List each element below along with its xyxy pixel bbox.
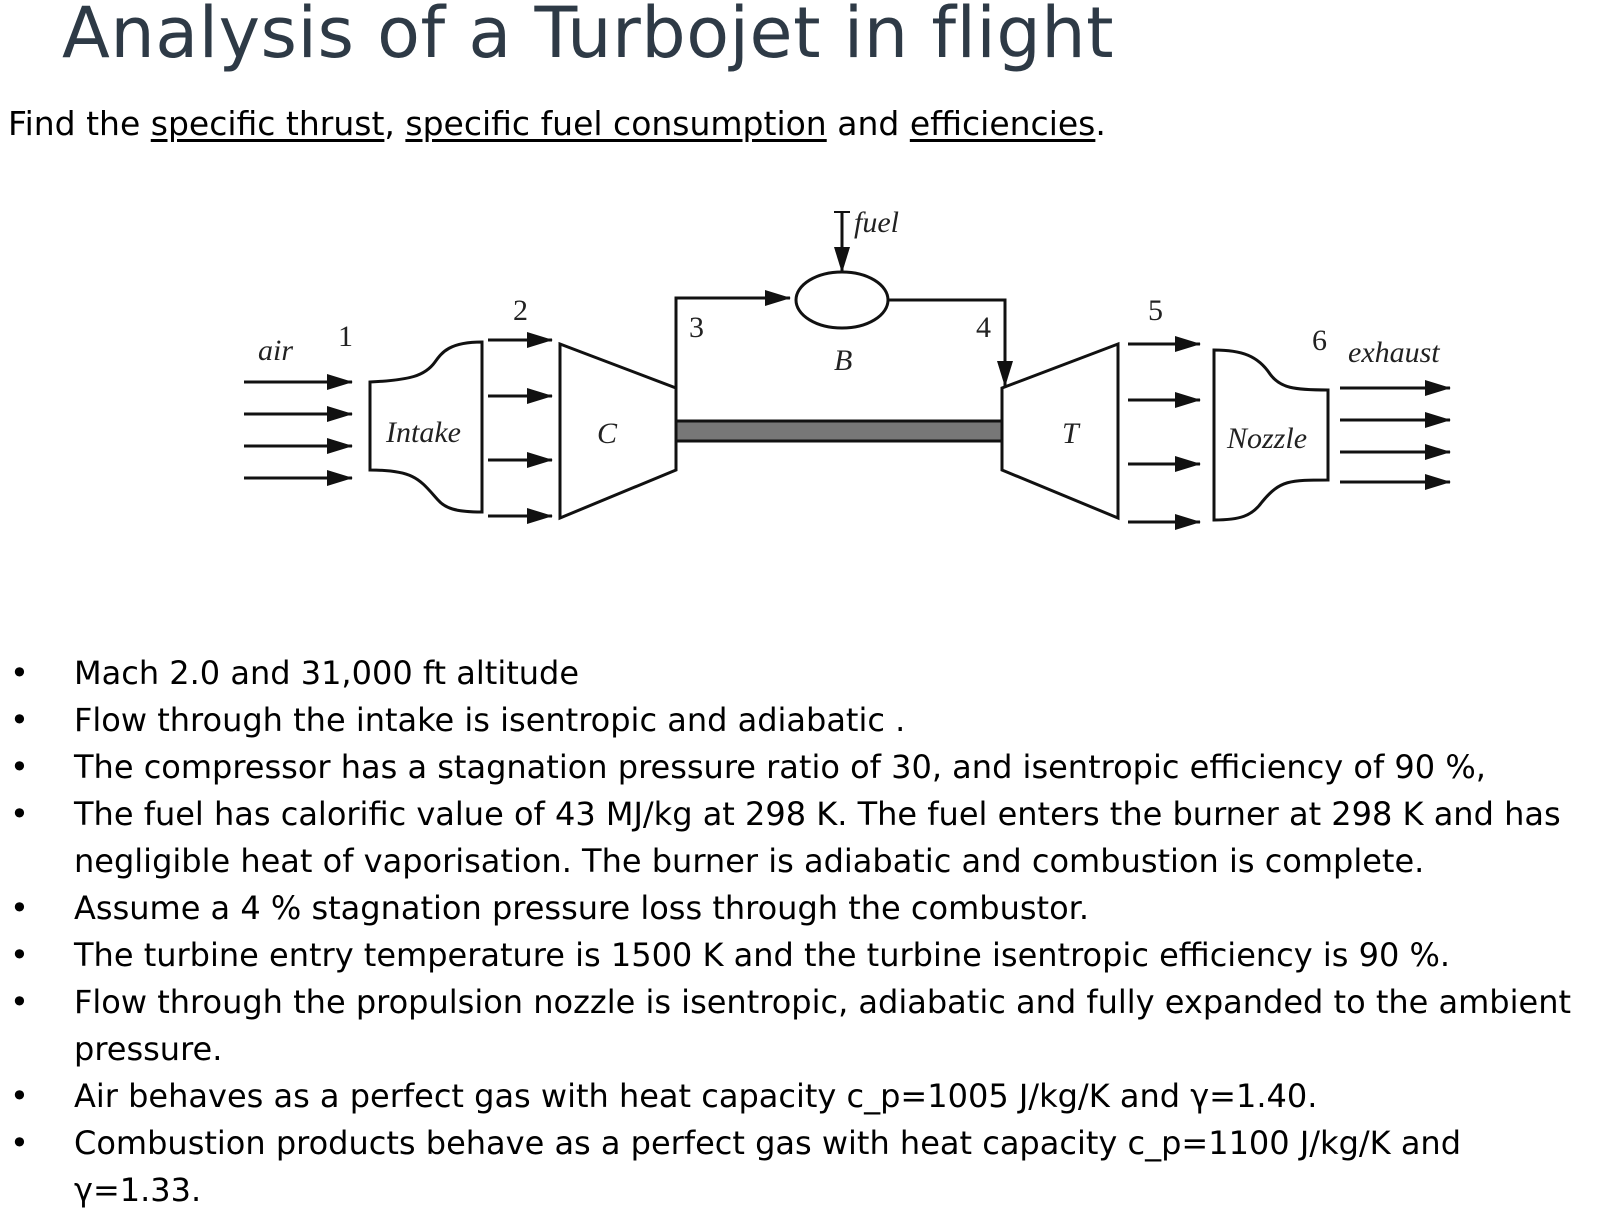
bullet-icon: •: [10, 654, 29, 692]
flow-burner-to-4: [888, 298, 1013, 387]
station-5-label: 5: [1148, 294, 1163, 327]
turbojet-schematic: air 1 Intake 2 C 3 fuel B 4: [244, 206, 1451, 530]
burner: [794, 270, 890, 330]
inlet-air-arrows: [244, 374, 353, 486]
shaft: [674, 419, 1004, 443]
bullet-icon: •: [10, 889, 29, 927]
condition-item: • The turbine entry temperature is 1500 K…: [0, 932, 1608, 979]
condition-text: The turbine entry temperature is 1500 K …: [74, 936, 1451, 974]
flow-3-to-burner: [674, 290, 791, 388]
condition-item: • Mach 2.0 and 31,000 ft altitude: [0, 650, 1608, 697]
condition-text: Mach 2.0 and 31,000 ft altitude: [74, 654, 580, 692]
burner-label: B: [834, 344, 852, 377]
task-prefix: Find the: [8, 104, 151, 143]
turbine-body: [1000, 341, 1120, 521]
exhaust-arrows: [1340, 380, 1451, 490]
condition-item: • Flow through the intake is isentropic a…: [0, 697, 1608, 744]
station-2-arrows: [488, 332, 553, 524]
bullet-icon: •: [10, 1077, 29, 1115]
condition-item: • Assume a 4 % stagnation pressure loss t…: [0, 885, 1608, 932]
intake-body: [368, 340, 484, 514]
bullet-icon: •: [10, 748, 29, 786]
station-3-label: 3: [689, 311, 704, 344]
condition-text: The compressor has a stagnation pressure…: [74, 748, 1486, 786]
task-sep-2: and: [826, 104, 910, 143]
nozzle-body: [1212, 348, 1330, 522]
station-4-label: 4: [976, 311, 991, 344]
compressor-label: C: [597, 417, 618, 450]
turbine-label: T: [1062, 417, 1081, 450]
exhaust-label: exhaust: [1348, 336, 1440, 369]
air-label: air: [258, 334, 293, 367]
condition-text: Flow through the propulsion nozzle is is…: [74, 983, 1572, 1068]
specific-thrust-term: specific thrust: [150, 104, 385, 143]
condition-item: • The compressor has a stagnation pressur…: [0, 744, 1608, 791]
compressor-body: [558, 341, 678, 521]
condition-item: • Combustion products behave as a perfect…: [0, 1120, 1608, 1214]
station-5-arrows: [1128, 336, 1201, 530]
task-sep-1: ,: [384, 104, 406, 143]
efficiencies-term: efficiencies: [909, 104, 1096, 143]
task-statement: Find the specific thrust, specific fuel …: [8, 104, 1106, 143]
intake-label: Intake: [385, 416, 461, 449]
condition-item: • Air behaves as a perfect gas with heat …: [0, 1073, 1608, 1120]
turbojet-diagram: air 1 Intake 2 C 3 fuel B 4: [230, 190, 1490, 550]
bullet-icon: •: [10, 1124, 29, 1162]
task-suffix: .: [1095, 104, 1106, 143]
condition-text: Flow through the intake is isentropic an…: [74, 701, 906, 739]
bullet-icon: •: [10, 936, 29, 974]
condition-text: Air behaves as a perfect gas with heat c…: [74, 1077, 1318, 1115]
bullet-icon: •: [10, 701, 29, 739]
condition-text: The fuel has calorific value of 43 MJ/kg…: [74, 795, 1561, 880]
bullet-icon: •: [10, 983, 29, 1021]
specific-fuel-consumption-term: specific fuel consumption: [405, 104, 827, 143]
condition-text: Combustion products behave as a perfect …: [74, 1124, 1462, 1209]
condition-item: • The fuel has calorific value of 43 MJ/k…: [0, 791, 1608, 885]
station-6-label: 6: [1312, 324, 1327, 357]
condition-text: Assume a 4 % stagnation pressure loss th…: [74, 889, 1090, 927]
bullet-icon: •: [10, 795, 29, 833]
fuel-label: fuel: [854, 206, 899, 239]
conditions-list: • Mach 2.0 and 31,000 ft altitude • Flow t…: [0, 650, 1608, 1214]
station-2-label: 2: [513, 294, 528, 327]
condition-item: • Flow through the propulsion nozzle is i…: [0, 979, 1608, 1073]
nozzle-label: Nozzle: [1226, 422, 1307, 455]
station-1-label: 1: [338, 320, 353, 353]
page-title: Analysis of a Turbojet in flight: [62, 0, 1115, 74]
